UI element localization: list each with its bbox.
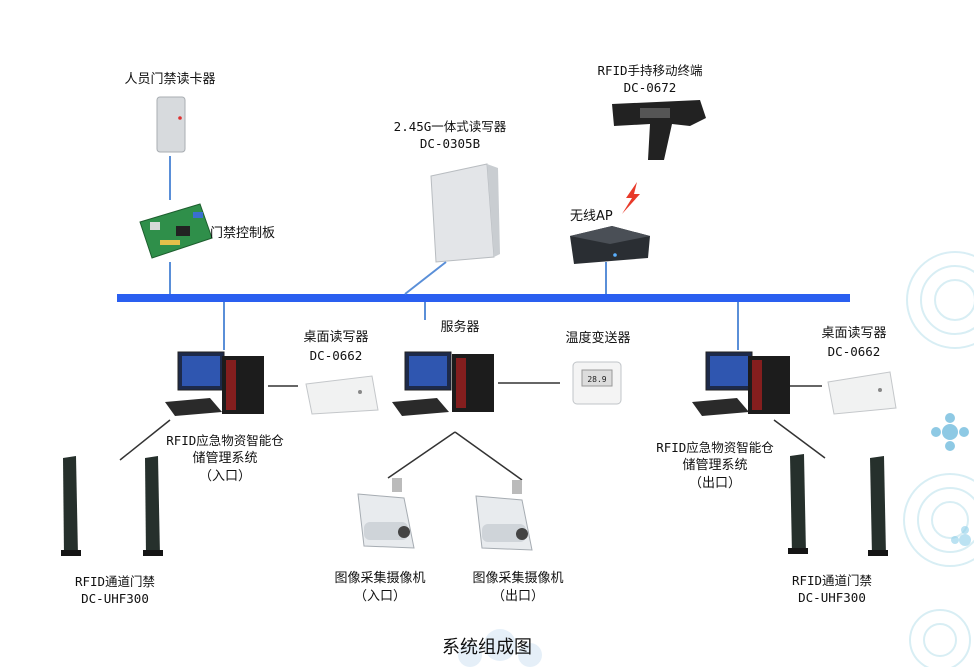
link-integrated-reader-bus: [404, 261, 447, 295]
camera-in-label: 图像采集摄像机: [334, 571, 426, 586]
card-reader-icon: [156, 96, 186, 153]
router-icon: [570, 226, 650, 264]
antenna-panel-icon: [430, 163, 500, 263]
network-bus: [117, 294, 850, 302]
gate-right-label: RFID通道门禁: [791, 573, 873, 588]
desk-reader-right-label: 桌面读写器: [821, 326, 887, 341]
snowflake-icon: [931, 413, 969, 451]
circuit-board-icon: [139, 203, 213, 259]
rfid-gate-icon: [788, 454, 888, 556]
personnel-reader-label: 人员门禁读卡器: [124, 72, 216, 87]
system-right-line1: RFID应急物资智能仓: [656, 440, 774, 455]
camera-icon: [357, 478, 415, 549]
desktop-reader-icon: [827, 371, 897, 415]
camera-in-tag: （入口）: [353, 589, 406, 604]
system-right-line2: 储管理系统: [682, 458, 748, 473]
link-leftpc-gate: [119, 419, 171, 461]
thermometer-icon: 28.9: [572, 361, 622, 405]
gate-left-model: DC-UHF300: [81, 591, 149, 606]
computer-icon: [692, 351, 790, 416]
integrated-reader-model: DC-0305B: [419, 136, 481, 151]
gate-right-model: DC-UHF300: [798, 590, 866, 605]
snowflake-icon: [951, 526, 971, 546]
computer-icon: [165, 351, 264, 416]
svg-text:28.9: 28.9: [587, 375, 606, 384]
system-left-line2: 储管理系统: [192, 451, 258, 466]
desk-reader-right-model: DC-0662: [827, 344, 881, 359]
figure-caption: 系统组成图: [442, 637, 532, 658]
handheld-label: RFID手持移动终端: [597, 63, 703, 78]
desk-reader-left-label: 桌面读写器: [303, 330, 369, 345]
server-label: 服务器: [440, 320, 480, 335]
desk-reader-left-model: DC-0662: [309, 348, 363, 363]
rfid-gate-icon: [61, 456, 163, 556]
gate-left-label: RFID通道门禁: [74, 574, 156, 589]
integrated-reader-label: 2.45G一体式读写器: [393, 119, 507, 134]
system-left-line1: RFID应急物资智能仓: [166, 433, 284, 448]
system-left-line3: （入口）: [198, 469, 251, 484]
wireless-ap-label: 无线AP: [570, 209, 613, 224]
desktop-reader-icon: [305, 375, 379, 415]
link-server-cam-out: [454, 431, 523, 481]
access-board-label: 门禁控制板: [210, 226, 276, 241]
wireless-signal-icon: [622, 182, 640, 214]
link-server-cam-in: [387, 431, 456, 479]
handheld-terminal-icon: [612, 100, 706, 160]
camera-icon: [475, 480, 533, 551]
camera-out-label: 图像采集摄像机: [472, 571, 564, 586]
camera-out-tag: （出口）: [491, 589, 544, 604]
handheld-model: DC-0672: [623, 80, 677, 95]
temp-transmitter-label: 温度变送器: [565, 331, 631, 346]
link-rightpc-gate: [773, 419, 826, 459]
server-icon: [392, 351, 494, 416]
system-right-line3: （出口）: [688, 476, 741, 491]
